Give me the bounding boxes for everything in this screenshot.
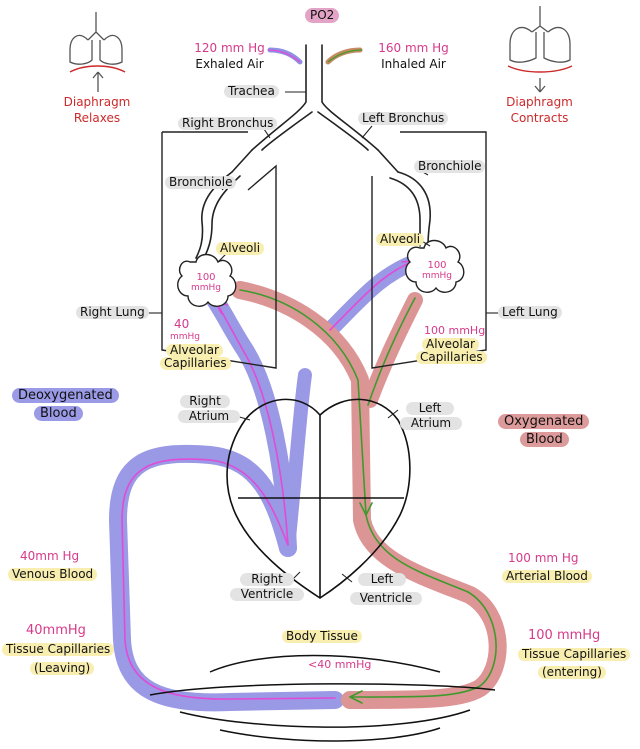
left-bronchus-label: Left Bronchus — [358, 112, 449, 125]
deoxygenated-band-systemic — [109, 444, 344, 712]
right-bronchus-label: Right Bronchus — [178, 117, 278, 130]
pointer-left-ventricle — [341, 573, 353, 583]
right-atrium-line2: Atrium — [178, 410, 240, 423]
po2-title: PO2 — [305, 8, 340, 23]
tissue-cap-entering-line1: Tissue Capillaries — [518, 648, 631, 661]
bronchus-inner-left — [261, 111, 313, 151]
pink-flow-pulmonary — [217, 304, 289, 546]
alveolar-cap-right-pressure: 40 — [174, 317, 190, 331]
trachea-outline-right — [321, 44, 379, 151]
alveoli-right-pressure: 100 — [196, 272, 216, 283]
tissue-cap-leaving-line2: (Leaving) — [30, 662, 95, 675]
exhaled-pressure: 120 mm Hg — [194, 41, 265, 55]
diaphragm-relaxes-line2: Relaxes — [73, 111, 121, 125]
right-lung-label: Right Lung — [76, 306, 149, 319]
diaphragm-contracts-curve — [507, 65, 573, 73]
heart-outline — [226, 398, 411, 599]
trachea-label: Trachea — [224, 85, 279, 98]
inhaled-label: Inhaled Air — [381, 57, 446, 71]
left-lung-label: Left Lung — [498, 306, 562, 319]
tissue-cap-leaving-pressure: 40mmHg — [26, 623, 86, 638]
inhaled-pressure: 160 mm Hg — [378, 41, 449, 55]
venous-label: Venous Blood — [8, 568, 98, 581]
diaphragm-contracts-arrow — [534, 78, 546, 93]
alveoli-left-cluster — [405, 239, 465, 293]
pink-flow-systemic — [121, 458, 336, 700]
deoxygenated-band-atrium — [281, 368, 312, 555]
tissue-cap-entering-line2: (entering) — [538, 666, 606, 679]
bronchiole-right-label: Bronchiole — [165, 176, 237, 189]
bronchus-inner-right — [317, 111, 369, 151]
green-flow-pulmonary — [239, 289, 367, 516]
pointer-left-bronchus — [361, 125, 373, 139]
pointer-left-atrium — [387, 409, 399, 419]
bronchiole-left-label: Bronchiole — [414, 160, 486, 173]
exhaled-label: Exhaled Air — [195, 57, 264, 71]
left-ventricle-line1: Left — [358, 573, 406, 586]
alveolar-cap-right-unit: mmHg — [170, 332, 201, 342]
diaphragm-relaxes-arrow — [92, 71, 104, 92]
oxygenated-line2: Blood — [520, 432, 569, 447]
body-tissue-top — [209, 654, 441, 673]
body-tissue-lower — [219, 727, 441, 742]
body-tissue-label: Body Tissue — [282, 630, 362, 643]
diaphragm-relaxes-line1: Diaphragm — [63, 95, 131, 109]
arterial-label: Arterial Blood — [502, 570, 592, 583]
lungs-contracted-icon — [509, 6, 571, 63]
alveoli-right-label: Alveoli — [216, 242, 265, 255]
diaphragm-contracts-line2: Contracts — [510, 111, 569, 125]
left-ventricle-line2: Ventricle — [350, 592, 422, 605]
bronchiole-left-tube — [397, 171, 431, 247]
green-flow-systemic — [349, 514, 497, 698]
right-ventricle-line1: Right — [240, 573, 294, 586]
alveoli-left-pressure: 100 — [427, 260, 447, 271]
trachea-outline-left — [251, 44, 307, 151]
left-atrium-line2: Atrium — [400, 417, 462, 430]
oxygenated-line1: Oxygenated — [498, 414, 590, 429]
alveoli-left-label: Alveoli — [376, 233, 425, 246]
body-tissue-bottom — [179, 709, 471, 728]
green-arrowhead-heart — [359, 502, 373, 516]
alveoli-right-unit: mmHg — [191, 283, 222, 293]
lungs-relaxed-icon — [69, 12, 123, 65]
green-arrowhead-tissue — [349, 690, 363, 704]
diaphragm-relaxes-curve — [69, 65, 126, 73]
tissue-cap-leaving-line1: Tissue Capillaries — [2, 643, 115, 656]
right-atrium-line1: Right — [180, 395, 230, 408]
tissue-cap-entering-pressure: 100 mmHg — [528, 628, 601, 643]
left-bronchus-lower — [377, 149, 399, 173]
venous-pressure: 40mm Hg — [20, 549, 80, 563]
alveolar-cap-left-line2: Capillaries — [416, 351, 487, 364]
inhaled-air-arrow — [325, 47, 363, 65]
pointer-alveoli-right — [217, 253, 227, 263]
exhaled-air-line — [267, 49, 301, 63]
alveolar-cap-left-pressure: 100 mmHg — [424, 324, 486, 337]
alveoli-left-unit: mmHg — [421, 271, 452, 281]
alveolar-cap-left-line1: Alveolar — [422, 338, 479, 351]
arterial-pressure: 100 mm Hg — [508, 551, 579, 565]
left-lung-outline — [371, 131, 487, 369]
deoxygenated-line2: Blood — [34, 406, 83, 421]
inhaled-air-line — [327, 49, 363, 63]
diaphragm-contracts-line1: Diaphragm — [506, 95, 573, 109]
alveolar-cap-right-line2: Capillaries — [160, 357, 231, 370]
right-ventricle-line2: Ventricle — [230, 588, 304, 601]
green-flow-left-lung — [367, 297, 416, 406]
left-atrium-line1: Left — [406, 402, 454, 415]
body-tissue-mid — [149, 683, 496, 696]
alveolar-cap-right-line1: Alveolar — [166, 344, 223, 357]
deoxygenated-band-pulmonary — [206, 291, 297, 557]
right-bronchus-lower — [231, 149, 253, 173]
body-tissue-pressure: <40 mmHg — [308, 658, 372, 671]
deoxygenated-line1: Deoxygenated — [12, 388, 119, 403]
oxygenated-band-left-lung — [362, 292, 423, 408]
right-lung-outline — [161, 131, 277, 369]
